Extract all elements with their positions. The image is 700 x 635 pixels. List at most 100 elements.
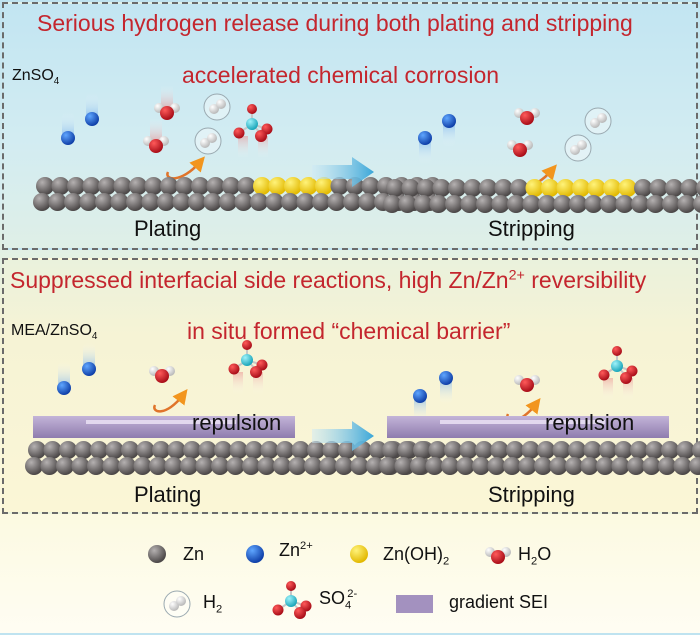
process-arrow [312, 421, 374, 451]
znoh2-atom [572, 179, 590, 197]
zn-atom [646, 195, 665, 213]
zn-atom [288, 457, 307, 475]
zn-atom [338, 441, 356, 459]
zn-atom [110, 193, 129, 211]
so4-ion [228, 340, 268, 394]
zn-atom [71, 457, 90, 475]
zn-atom [74, 441, 93, 459]
zn-atom [584, 195, 603, 213]
zn-atom [175, 177, 194, 195]
zn-atom [397, 441, 416, 459]
zn-atom [615, 195, 634, 213]
zn-atom [361, 177, 380, 195]
zn-atom [414, 195, 432, 213]
zn-atom [459, 441, 478, 459]
zn-atom [40, 457, 59, 475]
zn-atom [522, 195, 541, 213]
zn-atom [630, 441, 648, 459]
zn-atom [460, 195, 479, 213]
zn-atom [291, 441, 310, 459]
zn-atom [160, 177, 178, 195]
legend-h2o-icon [485, 547, 511, 564]
zn-atom [476, 195, 494, 213]
zn2-ion [418, 131, 432, 164]
zn-atom [51, 177, 70, 195]
zn-atom [36, 177, 54, 195]
sei-highlight [86, 420, 236, 424]
zn-atom [276, 441, 294, 459]
zn-atom [33, 193, 51, 211]
zn-atom [677, 195, 696, 213]
zn-atom [565, 457, 583, 475]
zn-atom [569, 195, 587, 213]
bottom-plating-label: Plating [134, 482, 202, 507]
zn-atom [693, 195, 700, 213]
zn-atom [229, 441, 248, 459]
zn-atom [696, 180, 700, 196]
top-stripping-label: Stripping [488, 216, 575, 241]
legend-znoh2-label: Zn(OH)2 [383, 544, 450, 568]
zn-atom [343, 193, 361, 211]
znoh2-atom [587, 179, 606, 197]
zn2-ion [61, 112, 75, 145]
top-panel-title: Serious hydrogen release during both pla… [37, 10, 633, 36]
top-scene [33, 85, 700, 213]
zn-atom [649, 179, 668, 197]
legend-h2-icon [163, 590, 191, 618]
zn-atom [95, 193, 113, 211]
zn-atom [491, 195, 510, 213]
zn-atom [206, 177, 225, 195]
zn-atom [273, 457, 291, 475]
legend-h2-label: H2 [203, 592, 223, 616]
zn-atom [172, 193, 191, 211]
zn-atom [429, 195, 448, 213]
top-panel-subtitle: accelerated chemical corrosion [182, 62, 500, 88]
zn-atom [260, 441, 279, 459]
zn-atom [475, 441, 493, 459]
bottom-repulsion-label-right: repulsion [545, 410, 635, 435]
zn-anode-plating [33, 177, 442, 211]
legend-so4-icon [272, 581, 312, 619]
zn-atom [203, 193, 222, 211]
zn-atom [383, 195, 401, 213]
zn-atom [358, 193, 377, 211]
zn-atom [521, 441, 540, 459]
zn-atom [596, 457, 614, 475]
znoh2-atom [603, 179, 621, 197]
zn-atom [662, 195, 680, 213]
bottom-panel-subtitle: in situ formed “chemical barrier” [187, 318, 511, 344]
zn-atom [183, 441, 201, 459]
zn-atom [327, 193, 346, 211]
zn-atom [503, 457, 521, 475]
zn2-ion [442, 114, 456, 147]
so4-ion [598, 346, 638, 400]
legend-zn-label: Zn [183, 544, 205, 564]
zn-atom [250, 193, 268, 211]
process-arrow [312, 157, 374, 187]
zn-atom [580, 457, 599, 475]
zn-atom [113, 177, 132, 195]
zn-atom [689, 457, 700, 475]
zn-atom [79, 193, 98, 211]
bottom-scene [25, 340, 700, 475]
zn-atom [568, 441, 586, 459]
h2o-molecule [143, 118, 169, 153]
zn2-ion [57, 362, 71, 395]
zn-atom [312, 193, 330, 211]
zn-atom [611, 457, 630, 475]
repulsion-arrow [153, 389, 188, 413]
zn-atom [222, 177, 240, 195]
h2o-molecule [514, 375, 540, 392]
zn-atom [665, 179, 683, 197]
zn-atom [322, 441, 341, 459]
zn-atom [141, 193, 160, 211]
zn-atom [164, 457, 183, 475]
zn-atom [506, 441, 524, 459]
zn-atom [56, 457, 74, 475]
legend-sei-icon [396, 595, 433, 613]
znoh2-atom [299, 177, 318, 195]
bottom-stripping-label: Stripping [488, 482, 575, 507]
zn2-ion [85, 93, 99, 126]
zn-atom [167, 441, 186, 459]
zn-atom [350, 457, 369, 475]
